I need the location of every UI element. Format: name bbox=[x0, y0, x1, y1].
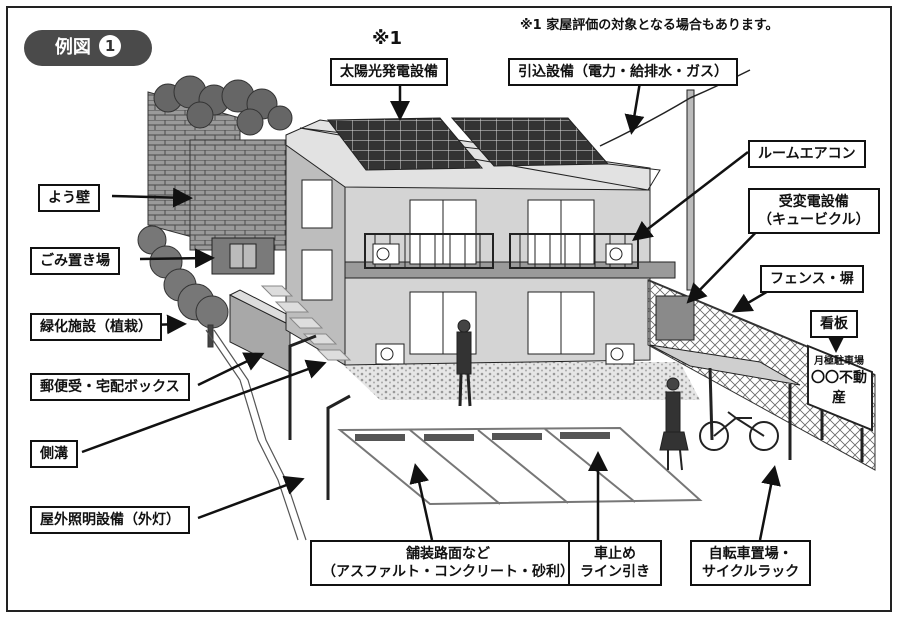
label-utility: 引込設備（電力・給排水・ガス） bbox=[508, 58, 738, 86]
parking-area bbox=[337, 426, 703, 506]
figure-badge-label: 例図 bbox=[54, 37, 91, 58]
signboard-small-text: 月極駐車場 bbox=[814, 356, 864, 367]
gutter-line bbox=[205, 329, 307, 541]
label-paving-line2: （アスファルト・コンクリート・砂利） bbox=[322, 564, 574, 580]
diagram-frame bbox=[6, 6, 892, 612]
label-paving: 舗装路面など （アスファルト・コンクリート・砂利） bbox=[310, 540, 586, 586]
label-cubicle-line2: （キュービクル） bbox=[758, 212, 870, 228]
footnote-mark: ※1 bbox=[372, 28, 403, 49]
label-wall: よう壁 bbox=[38, 184, 100, 212]
label-bicycle: 自転車置場・ サイクルラック bbox=[690, 540, 812, 586]
planting-trees bbox=[137, 225, 229, 348]
label-aircon: ルームエアコン bbox=[748, 140, 866, 168]
retaining-wall bbox=[147, 75, 293, 251]
label-bicycle-line2: サイクルラック bbox=[702, 564, 800, 580]
label-cubicle: 受変電設備 （キュービクル） bbox=[748, 188, 880, 234]
garbage-station bbox=[211, 237, 275, 275]
label-fence: フェンス・塀 bbox=[760, 265, 864, 293]
label-light: 屋外照明設備（外灯） bbox=[30, 506, 190, 534]
footnote: ※1 家屋評価の対象となる場合もあります。 bbox=[520, 18, 779, 33]
label-mailbox: 郵便受・宅配ボックス bbox=[30, 373, 190, 401]
outdoor-lights bbox=[288, 334, 351, 500]
label-garbage: ごみ置き場 bbox=[30, 247, 120, 275]
label-parking: 車止め ライン引き bbox=[568, 540, 662, 586]
label-cubicle-line1: 受変電設備 bbox=[778, 194, 849, 210]
figure-badge-number: 1 bbox=[99, 35, 122, 57]
label-gutter: 側溝 bbox=[30, 440, 78, 468]
signboard-big-text: 〇〇不動産 bbox=[811, 370, 867, 406]
signboard-text: 月極駐車場 〇〇不動産 bbox=[806, 352, 872, 407]
people bbox=[456, 319, 689, 471]
label-signboard: 看板 bbox=[810, 310, 858, 338]
bicycle-shelter bbox=[649, 344, 801, 460]
label-solar: 太陽光発電設備 bbox=[330, 58, 448, 86]
walkway-tiles bbox=[260, 285, 352, 361]
label-parking-line1: 車止め bbox=[594, 546, 636, 562]
figure-badge: 例図 1 bbox=[24, 30, 152, 66]
label-paving-line1: 舗装路面など bbox=[406, 546, 490, 562]
leader-arrows bbox=[81, 81, 846, 541]
solar-panels bbox=[327, 117, 610, 171]
label-parking-line2: ライン引き bbox=[580, 564, 650, 580]
signboard-graphic bbox=[807, 344, 873, 462]
gravel-ground bbox=[340, 362, 700, 400]
label-planting: 緑化施設（植栽） bbox=[30, 313, 162, 341]
building bbox=[285, 119, 676, 366]
label-bicycle-line1: 自転車置場・ bbox=[708, 546, 793, 562]
